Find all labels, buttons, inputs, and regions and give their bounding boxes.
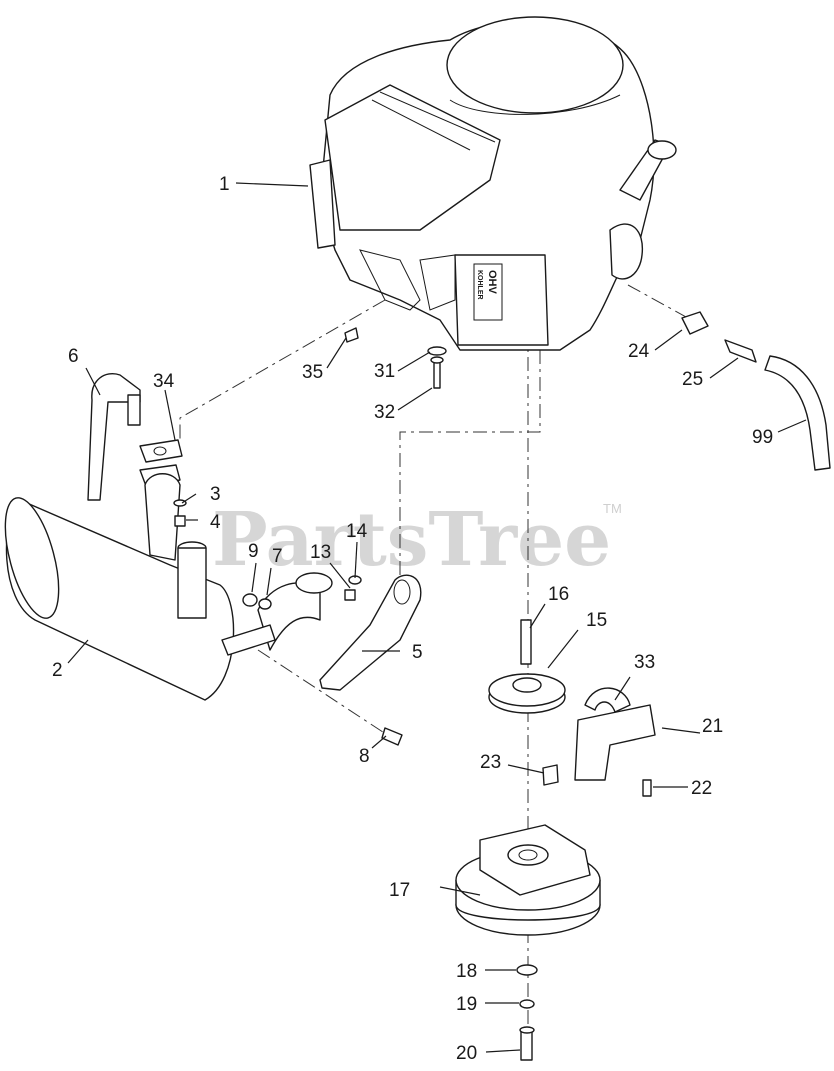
watermark-text: PartsTree xyxy=(212,497,611,583)
callout-6: 6 xyxy=(68,346,79,367)
callout-25: 25 xyxy=(682,369,703,390)
pulley xyxy=(488,619,566,714)
callout-99: 99 xyxy=(752,427,773,448)
muffler-bracket-left xyxy=(87,373,183,501)
callout-18: 18 xyxy=(456,961,477,982)
leader-lines xyxy=(67,182,807,1053)
callout-35: 35 xyxy=(302,362,323,383)
callout-5: 5 xyxy=(412,642,423,663)
callout-16: 16 xyxy=(548,584,569,605)
callout-17: 17 xyxy=(389,880,410,901)
engine-badge: OHV KOHLER xyxy=(473,263,503,321)
callout-32: 32 xyxy=(374,402,395,423)
watermark-trademark: TM xyxy=(603,501,622,516)
callout-4: 4 xyxy=(210,512,221,533)
muffler-bracket-right xyxy=(319,574,422,691)
callout-2: 2 xyxy=(52,660,63,681)
callout-8: 8 xyxy=(359,746,370,767)
watermark: PartsTree TM xyxy=(212,497,622,583)
callout-21: 21 xyxy=(702,716,723,737)
engine-badge-kohler: KOHLER xyxy=(476,270,483,300)
engine-mount-hardware xyxy=(344,327,447,389)
callout-15: 15 xyxy=(586,610,607,631)
callout-numbers: 1 2 3 4 5 6 7 8 9 13 14 15 16 17 18 19 2… xyxy=(52,174,773,1064)
callout-34: 34 xyxy=(153,371,175,392)
engine-badge-ohv: OHV xyxy=(486,270,498,295)
engine: OHV KOHLER xyxy=(309,16,677,351)
callout-7: 7 xyxy=(272,546,283,567)
fuel-line-parts xyxy=(681,311,831,471)
callout-1: 1 xyxy=(219,174,230,195)
electric-clutch xyxy=(455,824,601,936)
clutch-bracket xyxy=(542,687,656,797)
callout-14: 14 xyxy=(346,521,368,542)
small-hardware xyxy=(173,499,403,746)
callout-3: 3 xyxy=(210,484,221,505)
callout-13: 13 xyxy=(310,542,331,563)
callout-19: 19 xyxy=(456,994,477,1015)
callout-31: 31 xyxy=(374,361,395,382)
callout-24: 24 xyxy=(628,341,650,362)
muffler xyxy=(4,473,333,701)
callout-20: 20 xyxy=(456,1043,477,1064)
callout-9: 9 xyxy=(248,541,259,562)
callout-33: 33 xyxy=(634,652,655,673)
callout-23: 23 xyxy=(480,752,501,773)
clutch-hardware xyxy=(516,964,538,1061)
callout-22: 22 xyxy=(691,778,712,799)
assembly-centerlines xyxy=(179,284,689,1050)
